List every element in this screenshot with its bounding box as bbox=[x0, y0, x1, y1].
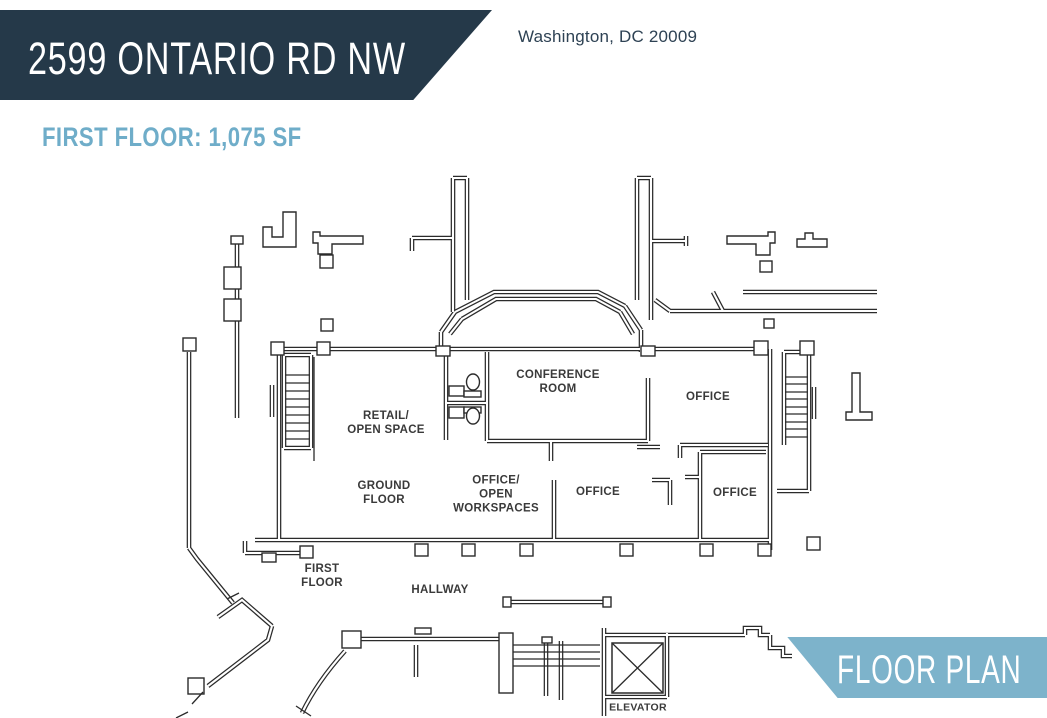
room-label-elevator: ELEVATOR bbox=[609, 701, 667, 714]
flag-fragment-left bbox=[312, 231, 364, 255]
stair-treads-left bbox=[285, 357, 315, 461]
stair-treads-hallway bbox=[513, 644, 600, 667]
room-label-hallway: HALLWAY bbox=[411, 584, 469, 597]
toilet-icon bbox=[463, 406, 482, 425]
floor-plan-banner: FLOOR PLAN bbox=[787, 637, 1047, 698]
t-column-fragment bbox=[845, 372, 873, 421]
room-label-office-bottom: OFFICE bbox=[713, 487, 757, 500]
sink-icon bbox=[448, 385, 465, 397]
restroom-fixtures bbox=[448, 373, 482, 425]
room-label-first-floor: FIRST FLOOR bbox=[301, 563, 343, 589]
sink-icon bbox=[448, 406, 465, 419]
city-text: Washington, DC 20009 bbox=[518, 27, 698, 46]
address-banner bbox=[0, 10, 492, 100]
elevator-icon bbox=[611, 642, 664, 694]
floor-info-text: FIRST FLOOR: 1,075 SF bbox=[42, 122, 302, 152]
room-label-office-top: OFFICE bbox=[686, 391, 730, 404]
room-label-office-mid: OFFICE bbox=[576, 486, 620, 499]
room-label-conference: CONFERENCE ROOM bbox=[516, 369, 600, 395]
bracket-fragment bbox=[262, 211, 297, 248]
stair-treads-right bbox=[785, 376, 808, 438]
pilasters-and-fragments bbox=[182, 211, 873, 695]
toilet-icon bbox=[463, 373, 482, 398]
room-label-workspaces: OFFICE/ OPEN WORKSPACES bbox=[453, 474, 539, 514]
room-label-ground-floor: GROUND FLOOR bbox=[357, 480, 411, 506]
step-fragment bbox=[796, 232, 828, 248]
address-title: 2599 ONTARIO RD NW bbox=[28, 33, 406, 84]
floor-plan-banner-label: FLOOR PLAN bbox=[836, 648, 1021, 692]
flag-fragment-right bbox=[726, 231, 776, 256]
wall-network bbox=[189, 178, 877, 716]
room-label-retail: RETAIL/ OPEN SPACE bbox=[347, 410, 425, 436]
misc-lines bbox=[175, 592, 312, 718]
